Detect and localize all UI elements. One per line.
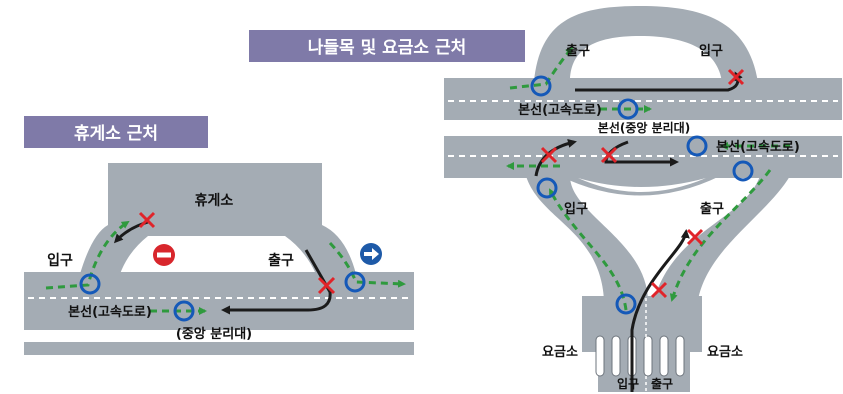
top-entrance-label: 입구	[699, 44, 723, 59]
interchange-median-label: 본선(중앙 분리대)	[598, 120, 690, 135]
rest-area-entrance-label: 입구	[47, 253, 73, 269]
correct-top-exit-marker	[530, 75, 552, 97]
tollgate-right-label: 요금소	[707, 345, 743, 360]
rest-area-facility-label: 휴게소	[195, 193, 234, 209]
rest-area-exit-label: 출구	[268, 252, 294, 269]
upper-main-road-label: 본선(고속도로)	[518, 102, 602, 118]
wrong-exit-path	[221, 249, 332, 315]
normal-top-exit-path	[509, 46, 574, 90]
interchange-title-box	[249, 30, 525, 62]
lower-main-road-label: 본선(고속도로)	[716, 139, 800, 155]
one-way-arrow-sign-icon	[360, 243, 382, 265]
rest-area-main-road-label: 본선(고속도로)	[68, 304, 152, 320]
interchange-title: 나들목 및 요금소 근처	[308, 38, 467, 58]
wrong-exit-x-marker	[317, 276, 336, 295]
correct-right-ramp-marker	[732, 160, 754, 182]
bottom-entrance-label: 입구	[617, 377, 639, 391]
correct-exit-marker	[344, 271, 366, 293]
rest-area-island	[122, 236, 314, 274]
inner-loop-island	[578, 178, 706, 192]
correct-entry-marker	[79, 273, 101, 295]
left-lower-ramp	[526, 176, 648, 300]
normal-exit-path	[328, 241, 406, 288]
normal-entry-path	[45, 220, 130, 290]
wrong-right-ramp-x-marker	[686, 228, 704, 246]
right-lower-ramp	[654, 176, 790, 300]
rest-area-median-label: (중앙 분리대)	[176, 326, 252, 342]
bottom-exit-label: 출구	[651, 376, 673, 391]
rest-area-title-box	[24, 116, 208, 148]
right-ramp-label: 출구	[700, 201, 724, 217]
correct-lower-main-marker	[686, 135, 708, 157]
lower-carriageway	[444, 136, 842, 178]
normal-right-ramp-path	[669, 169, 772, 302]
tollgate-left-label: 요금소	[542, 345, 578, 360]
wrong-tollgate-exit-path	[630, 229, 690, 392]
upper-carriageway	[444, 78, 842, 120]
wrong-entry-x-marker	[138, 211, 156, 229]
wrong-top-entrance-x-marker	[727, 68, 745, 86]
rest-area-lot	[80, 163, 356, 274]
correct-tollgate-marker	[615, 293, 637, 315]
wrong-left-loop-x-marker	[540, 146, 558, 164]
rest-area-panel: 휴게소 근처	[24, 116, 414, 355]
rest-area-main-road	[24, 272, 414, 330]
correct-main-marker	[173, 300, 195, 322]
correct-upper-main-marker	[617, 98, 639, 120]
wrong-tollgate-x-marker	[650, 281, 668, 299]
median-strip	[24, 342, 414, 355]
top-loop-ramp	[534, 6, 758, 82]
left-ramp-label: 입구	[564, 202, 588, 217]
wrong-median-x-marker	[600, 146, 618, 164]
inner-loop-fill	[560, 176, 720, 196]
rest-area-title: 휴게소 근처	[74, 123, 158, 144]
correct-left-ramp-marker	[536, 177, 558, 199]
interchange-panel: 나들목 및 요금소 근처	[249, 6, 842, 392]
top-exit-label: 출구	[566, 43, 590, 59]
no-entry-sign-icon	[153, 244, 175, 266]
